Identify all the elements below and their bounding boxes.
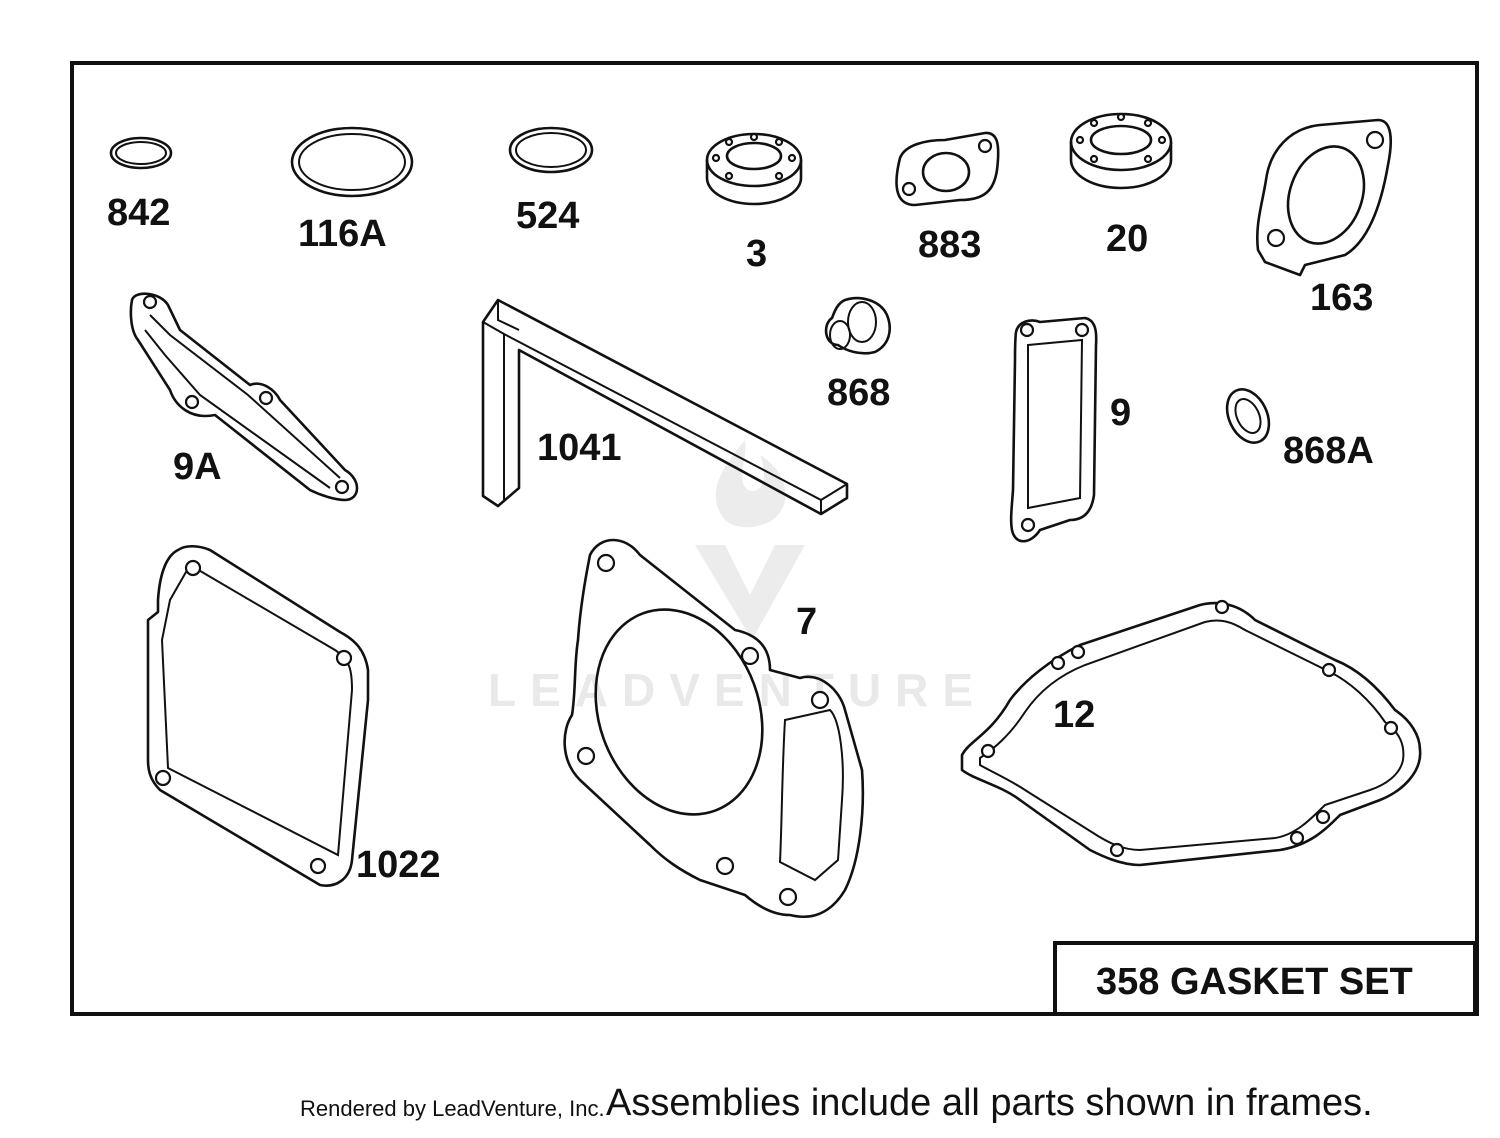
frames-note-text: Assemblies include all parts shown in fr… <box>606 1082 1373 1124</box>
label-163: 163 <box>1310 277 1373 319</box>
label-1041: 1041 <box>537 427 622 469</box>
label-116A: 116A <box>298 213 387 255</box>
label-9: 9 <box>1110 392 1131 434</box>
label-842: 842 <box>107 192 170 234</box>
gasket-1022 <box>146 544 370 887</box>
label-7: 7 <box>796 601 817 643</box>
seal-3 <box>705 132 803 206</box>
label-12: 12 <box>1053 694 1095 736</box>
label-868A: 868A <box>1283 430 1374 472</box>
label-524: 524 <box>516 195 579 237</box>
oring-524 <box>508 126 594 174</box>
watermark-logo: LEADVENTURE <box>488 440 987 716</box>
label-868: 868 <box>827 372 890 414</box>
gasket-163 <box>1256 118 1393 277</box>
label-883: 883 <box>918 224 981 266</box>
assembly-box <box>1053 941 1477 1016</box>
rendered-by-text: Rendered by LeadVenture, Inc. <box>300 1096 605 1121</box>
seal-20 <box>1069 112 1173 190</box>
assembly-label: 358 GASKET SET <box>1096 961 1413 1003</box>
gasket-9A <box>129 292 359 502</box>
gasket-12 <box>960 599 1422 867</box>
diagram-frame <box>70 61 1479 1016</box>
gasket-883 <box>895 131 1000 207</box>
oring-116A <box>290 126 414 198</box>
plug-868 <box>824 296 891 355</box>
gasket-7 <box>563 538 865 919</box>
strip-1041 <box>481 298 849 516</box>
label-9A: 9A <box>173 446 222 488</box>
label-20: 20 <box>1106 218 1148 260</box>
washer-868A <box>1225 388 1271 444</box>
label-3: 3 <box>746 233 767 275</box>
label-1022: 1022 <box>356 844 441 886</box>
gasket-9 <box>1009 316 1098 543</box>
oring-842 <box>109 136 173 170</box>
watermark-text: LEADVENTURE <box>488 664 987 716</box>
